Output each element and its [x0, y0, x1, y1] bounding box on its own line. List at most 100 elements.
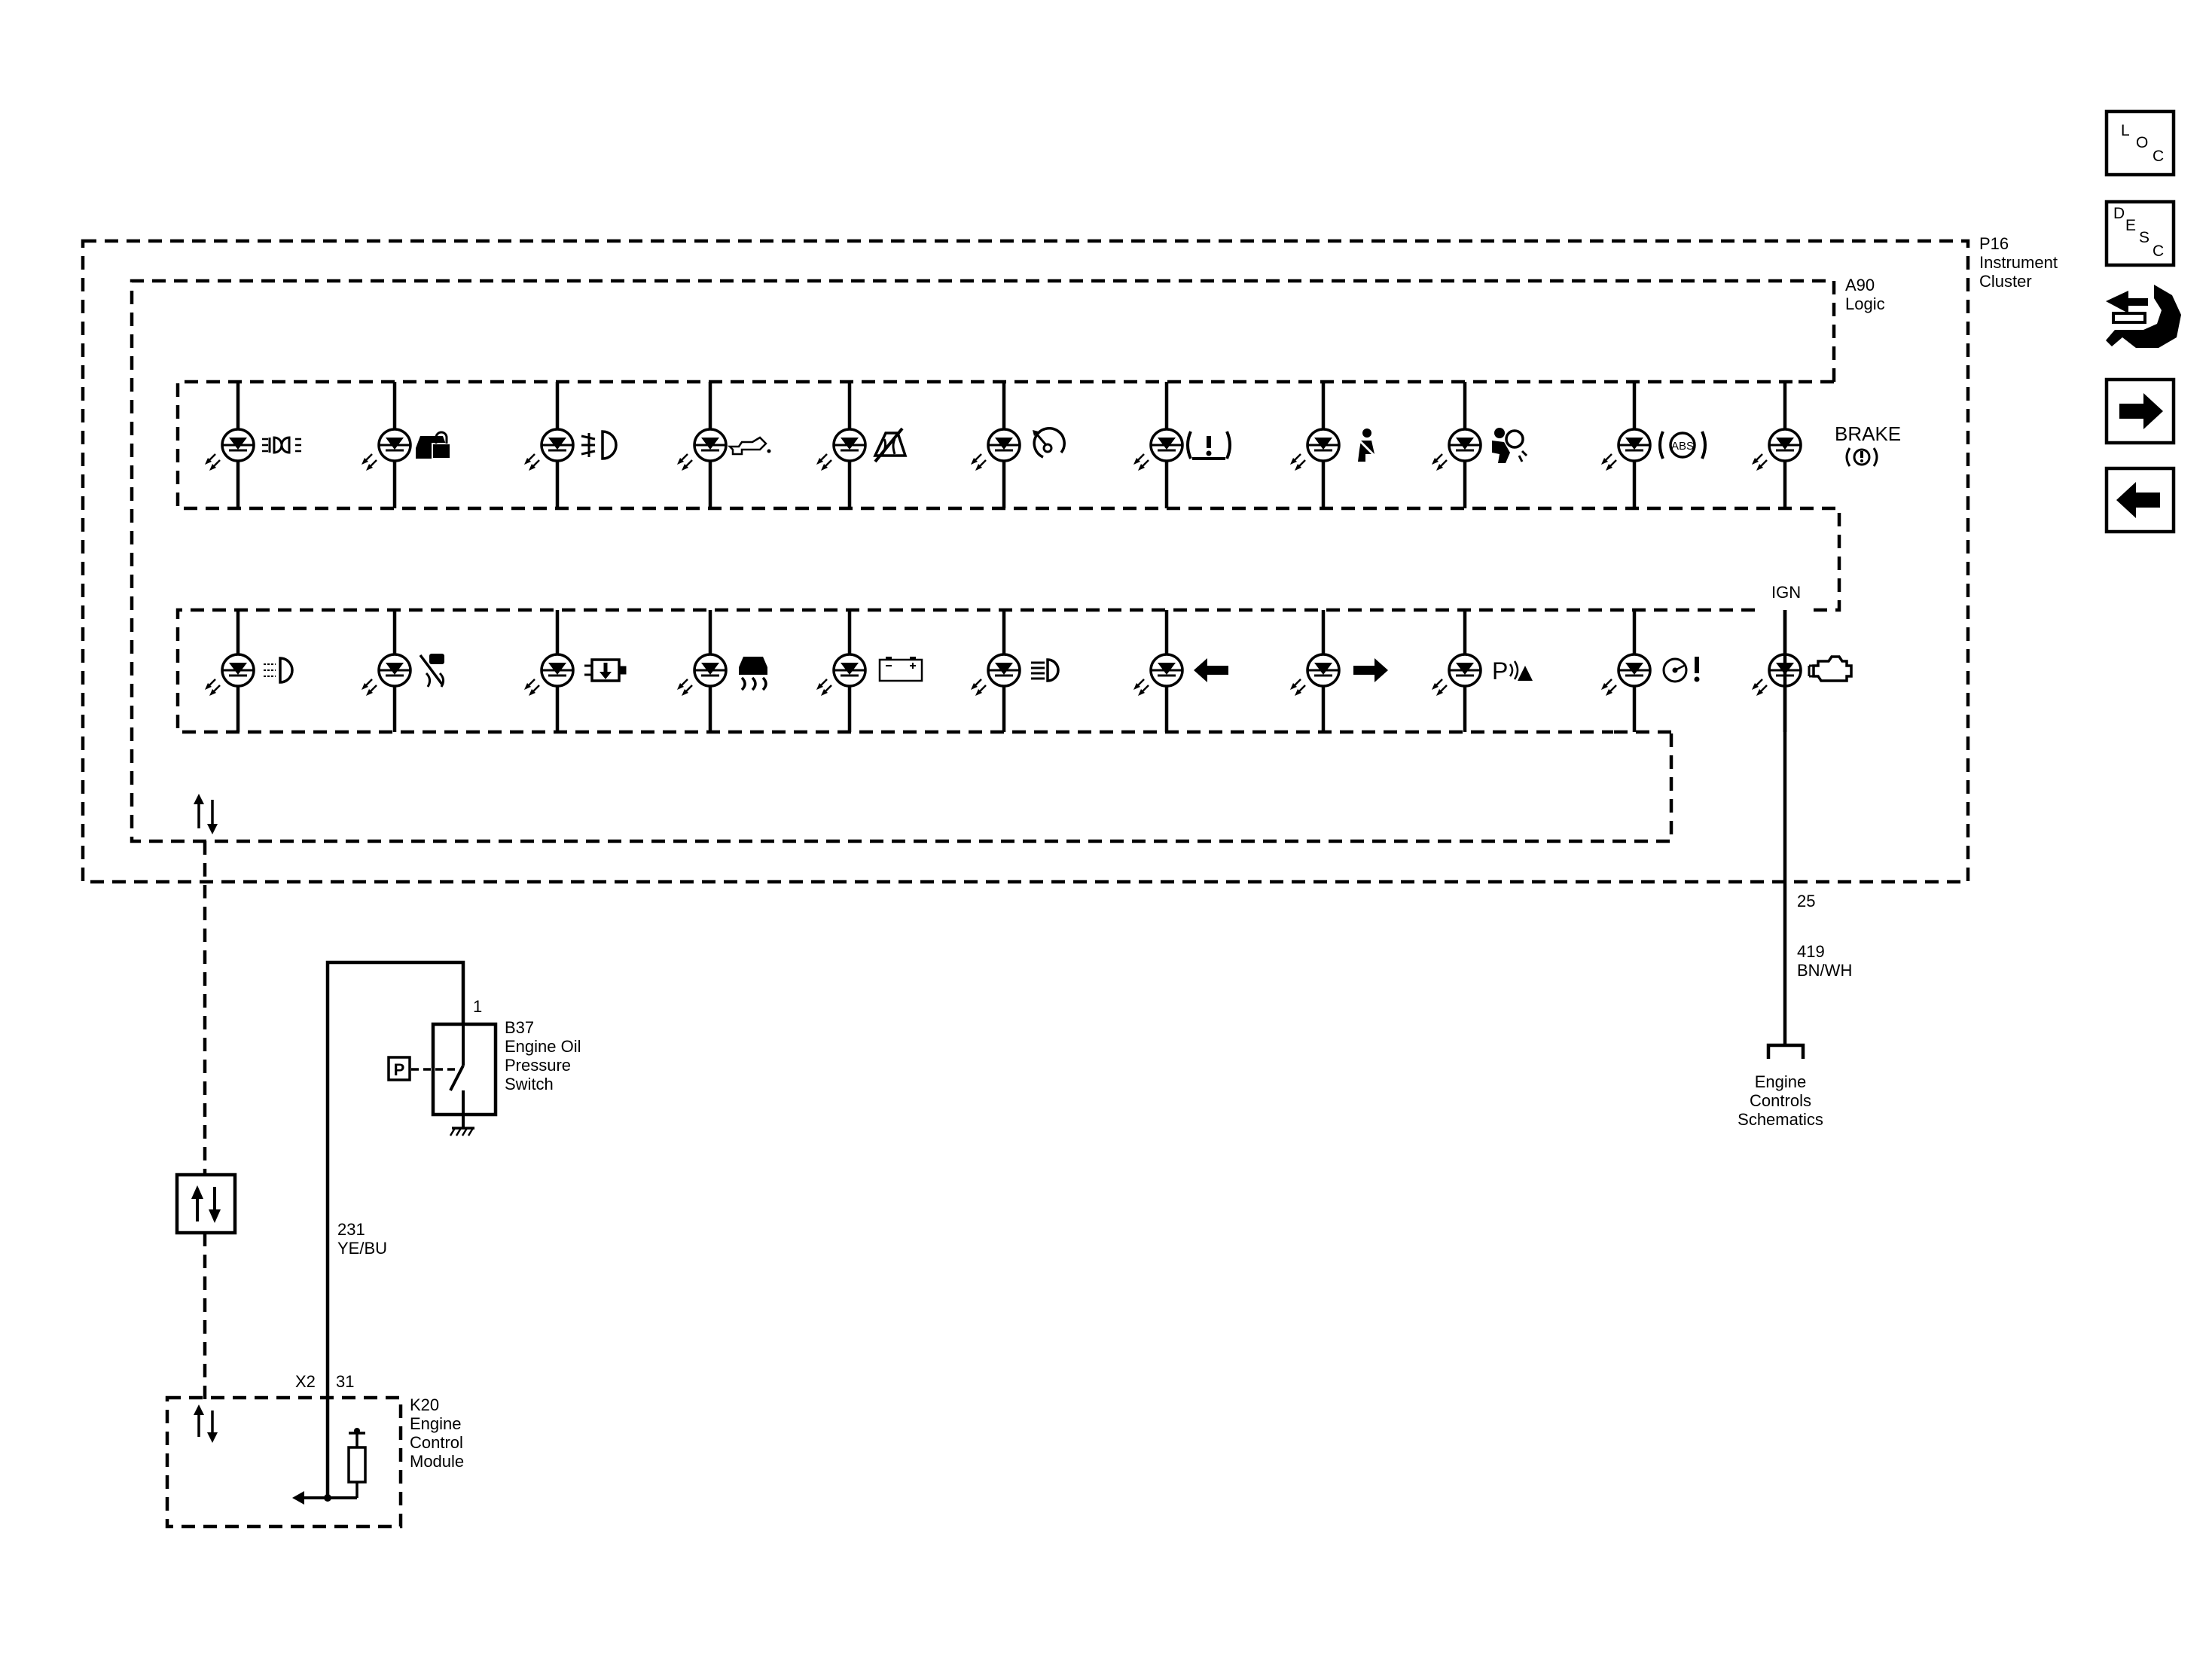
svg-text:Logic: Logic: [1845, 294, 1885, 313]
indicator-high-beam: [969, 610, 1060, 732]
check-engine-icon: [1808, 655, 1853, 682]
indicator-lamp: [1750, 653, 1802, 697]
indicator-lamp: [203, 428, 255, 472]
indicator-traction-control: [676, 610, 767, 732]
indicator-stability-off: [360, 610, 445, 732]
svg-text:B37: B37: [505, 1018, 534, 1037]
indicator-power-steering: [1600, 610, 1700, 732]
bottom-indicator-row: P: [203, 610, 1853, 732]
indicator-lamp: [1600, 653, 1652, 697]
loc-button[interactable]: L O C: [2104, 109, 2176, 177]
svg-text:D: D: [2113, 205, 2125, 222]
k20-label: K20 Engine Control Module: [410, 1395, 464, 1471]
high-beam-icon: [1031, 658, 1060, 682]
indicator-lamp: [676, 653, 728, 697]
park-assist-icon: P: [1492, 657, 1533, 685]
svg-text:Engine: Engine: [1755, 1072, 1807, 1091]
stability-off-icon: [419, 654, 445, 688]
p16-label: P16 Instrument Cluster: [1979, 234, 2058, 291]
k20-connector-x2: X2: [295, 1372, 316, 1391]
indicator-engine-power-reduced: [523, 610, 627, 732]
serial-data-connector-icon[interactable]: [175, 1173, 237, 1235]
svg-text:Control: Control: [410, 1433, 463, 1452]
svg-text:L: L: [2121, 122, 2130, 139]
indicator-lamp: [969, 428, 1021, 472]
desc-button[interactable]: D E S C: [2104, 200, 2176, 267]
p16-instrument-cluster-box: [81, 239, 1970, 884]
indicator-abs: ABS: [1600, 382, 1707, 508]
indicator-park-assist: P: [1430, 610, 1533, 732]
indicator-front-fog-lamp: [523, 382, 618, 508]
k20-module-box: [165, 1395, 403, 1529]
indicator-brake-warning: BRAKE: [1750, 382, 1901, 508]
svg-text:Schematics: Schematics: [1738, 1110, 1823, 1129]
indicator-parking-lamps: [203, 382, 301, 508]
rear-fog-lamp-icon: [264, 657, 294, 684]
svg-text:O: O: [2136, 134, 2148, 151]
svg-text:C: C: [2153, 148, 2164, 165]
ign-label: IGN: [1771, 583, 1801, 602]
service-tools-icon[interactable]: [2106, 285, 2181, 348]
airbag-icon: [1492, 428, 1528, 463]
svg-text:C: C: [2153, 242, 2164, 260]
front-fog-lamp-icon: [581, 430, 618, 460]
indicator-turn-left: [1132, 610, 1228, 732]
k20-pin-31: 31: [336, 1372, 354, 1391]
ign-circuit-number: 419: [1797, 942, 1825, 961]
engine-power-reduced-icon: [584, 658, 627, 682]
indicator-traction-off: [815, 382, 908, 508]
brake-warning-icon: BRAKE: [1835, 422, 1901, 467]
indicator-seat-belt: [1289, 382, 1379, 508]
indicator-lamp: [815, 653, 867, 697]
power-steering-icon: [1662, 657, 1700, 683]
indicator-lamp: [969, 653, 1021, 697]
traction-off-icon: [873, 427, 908, 463]
indicator-lamp: [1289, 653, 1341, 697]
indicator-lamp: [815, 428, 867, 472]
serial-data-symbol-k20: [194, 1404, 218, 1443]
svg-text:ABS: ABS: [1671, 440, 1694, 453]
indicator-lamp: [523, 653, 575, 697]
indicator-tire-pressure: [1132, 382, 1231, 508]
b37-pin-1: 1: [473, 997, 482, 1016]
signal-circuit-number: 231: [337, 1220, 365, 1239]
svg-text:A90: A90: [1845, 276, 1875, 294]
svg-text:Module: Module: [410, 1452, 464, 1471]
indicator-battery-charge: [815, 610, 923, 732]
indicator-lamp: [1750, 428, 1802, 472]
indicator-lamp: [1430, 428, 1482, 472]
svg-text:Switch: Switch: [505, 1075, 554, 1093]
svg-text:P16: P16: [1979, 234, 2009, 253]
pressure-sensor-p: P: [394, 1060, 405, 1079]
arrow-right-icon[interactable]: [2104, 377, 2176, 445]
b37-oil-pressure-switch: P: [387, 1022, 498, 1136]
arrow-left-icon[interactable]: [2104, 466, 2176, 534]
indicator-lamp: [203, 653, 255, 697]
indicator-lamp: [676, 428, 728, 472]
traction-control-icon: [739, 657, 767, 691]
signal-wire-231: [325, 960, 465, 1498]
turn-right-icon: [1353, 658, 1388, 682]
indicator-airbag: [1430, 382, 1528, 508]
indicator-oil-pressure: [676, 382, 771, 508]
k20-input-circuit: [292, 1428, 367, 1505]
top-indicator-row: ABS BRAKE: [203, 382, 1901, 508]
svg-text:K20: K20: [410, 1395, 439, 1414]
indicator-lamp: [1430, 653, 1482, 697]
svg-text:Engine Oil: Engine Oil: [505, 1037, 581, 1056]
engine-controls-schematics-link[interactable]: Engine Controls Schematics: [1738, 1072, 1823, 1129]
tire-pressure-icon: [1186, 431, 1231, 460]
indicator-turn-right: [1289, 610, 1388, 732]
svg-text:Controls: Controls: [1750, 1091, 1811, 1110]
battery-charge-icon: [878, 657, 923, 682]
indicator-lamp: [1289, 428, 1341, 472]
svg-text:Cluster: Cluster: [1979, 272, 2032, 291]
svg-text:Engine: Engine: [410, 1414, 462, 1433]
a90-label: A90 Logic: [1845, 276, 1885, 313]
svg-text:S: S: [2139, 229, 2149, 246]
indicator-lamp: [360, 428, 412, 472]
serial-data-symbol-cluster: [194, 794, 218, 834]
a90-logic-box: [130, 279, 1836, 843]
signal-wire-color: YE/BU: [337, 1239, 387, 1258]
indicator-check-engine: [1750, 610, 1853, 732]
